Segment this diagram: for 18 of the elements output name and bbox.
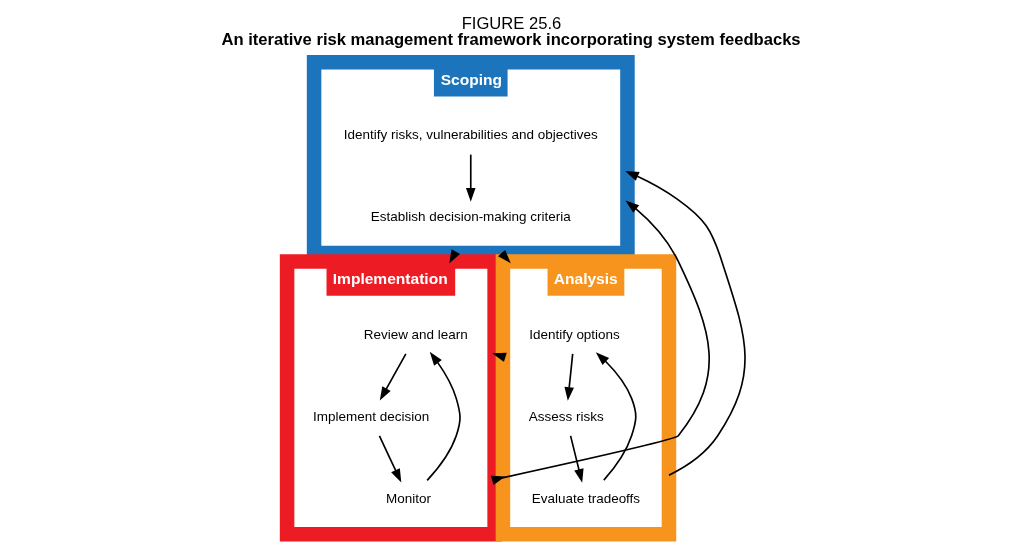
node-text: Monitor bbox=[385, 490, 431, 506]
arrow bbox=[624, 170, 746, 476]
node-text: Evaluate tradeoffs bbox=[531, 490, 640, 506]
node-text: Review and learn bbox=[363, 326, 468, 342]
node-text: Implement decision bbox=[312, 408, 429, 424]
arrow bbox=[379, 353, 407, 401]
arrow bbox=[425, 351, 461, 482]
arrow bbox=[563, 353, 574, 401]
arrow bbox=[595, 352, 637, 481]
diagram-title: FIGURE 25.6 bbox=[461, 13, 561, 33]
caption: An iterative risk management framework incorporating system feedbacks bbox=[220, 30, 801, 50]
node-text: Identify risks, vulnerabilities and objectives bbox=[343, 127, 598, 143]
node-text: Identify options bbox=[528, 326, 620, 342]
arrow bbox=[569, 435, 584, 483]
arrow bbox=[465, 153, 476, 202]
node-text: Establish decision-making criteria bbox=[370, 209, 571, 225]
node-text: Assess risks bbox=[528, 408, 604, 424]
arrow bbox=[378, 435, 401, 483]
